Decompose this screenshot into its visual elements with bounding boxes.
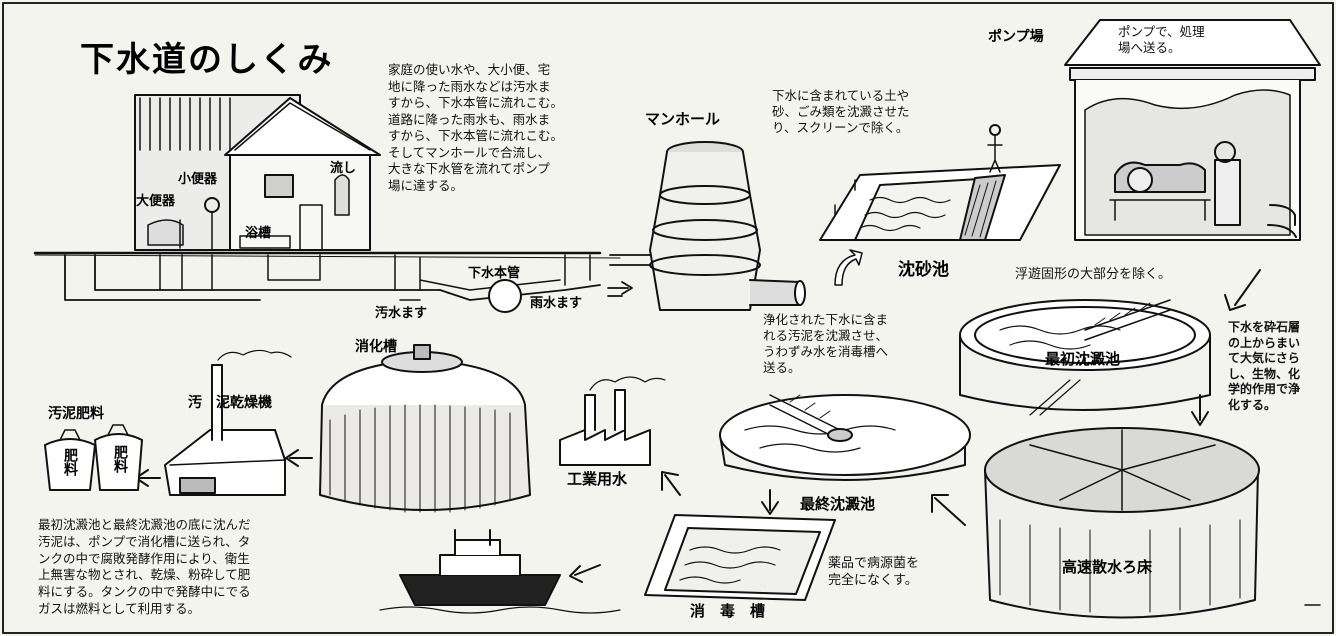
grit-chamber-illustration (819, 124, 1061, 286)
label-digestion-tank: 消化槽 (355, 339, 397, 355)
dryer-illustration (164, 349, 292, 496)
factory-illustration (559, 376, 666, 466)
label-trickling-filter: 高速散水ろ床 (1062, 558, 1153, 576)
arrow-final-to-disinfect (761, 489, 779, 515)
label-sludge-fertilizer: 汚泥肥料 (48, 406, 104, 422)
label-toilet-large: 大便器 (136, 194, 176, 209)
digestion-tank-illustration (319, 344, 531, 513)
label-primary-tank: 最初沈澱池 (1045, 350, 1121, 368)
pump-description: ポンプで、処理 場へ送る。 (1118, 24, 1205, 55)
final-tank-illustration (719, 394, 971, 481)
label-disinfection-tank: 消 毒 槽 (690, 602, 766, 620)
label-toilet-small: 小便器 (178, 172, 218, 187)
bag-label-1: 肥料 (62, 448, 78, 476)
disinfection-tank-illustration (644, 514, 836, 601)
ship-illustration (379, 529, 621, 614)
label-industrial-water: 工業用水 (567, 470, 628, 488)
arrow-filter-to-final (931, 494, 966, 526)
house-illustration (134, 94, 381, 251)
label-final-tank: 最終沈澱池 (800, 495, 876, 513)
diagram-title: 下水道のしくみ (80, 40, 334, 80)
label-bath: 浴槽 (245, 226, 272, 241)
grit-description: 下水に含まれている土や 砂、ごみ類を沈澱させた り、スクリーンで除く。 (772, 88, 910, 135)
manhole-illustration (609, 141, 806, 311)
label-sludge-dryer: 汚 泥乾燥機 (188, 395, 272, 411)
pump-station-illustration (1064, 19, 1321, 241)
arrow-primary-to-filter (1191, 394, 1209, 426)
arrow-pump-to-primary (1224, 269, 1261, 311)
ground-and-pipes (33, 251, 621, 313)
label-sewage-basin: 汚水ます (375, 306, 428, 321)
trickling-filter-illustration (984, 427, 1260, 619)
final-description: 浄化された下水に含ま れる汚泥を沈澱させ、 うわずみ水を消毒槽へ 送る。 (763, 312, 889, 375)
arrow-to-river (569, 564, 601, 583)
sludge-description: 最初沈澱池と最終沈澱池の底に沈んだ 汚泥は、ポンプで消化槽に送られ、タ ンクの中… (38, 517, 251, 616)
fertilizer-bags-illustration (44, 424, 143, 491)
intro-text: 家庭の使い水や、大小便、宅 地に降った雨水などは汚水ま すから、下水本管に流れこ… (388, 62, 564, 193)
label-pump-station: ポンプ場 (988, 29, 1044, 45)
label-manhole: マンホール (645, 110, 721, 128)
primary-tank-illustration (959, 299, 1211, 416)
label-main-sewer: 下水本管 (468, 266, 521, 281)
bag-label-2: 肥料 (112, 445, 128, 473)
disinfect-description: 薬品で病源菌を 完全になくす。 (828, 556, 920, 588)
label-sink: 流し (330, 161, 357, 176)
label-rain-basin: 雨水ます (530, 296, 583, 311)
label-grit-chamber: 沈砂池 (898, 260, 949, 280)
arrow-to-manhole (607, 281, 633, 297)
arrow-to-industrial (661, 471, 681, 496)
arrow-to-dryer (285, 449, 313, 467)
primary-description: 浮遊固形の大部分を除く。 (1015, 267, 1172, 282)
trickling-description: 下水を砕石層 の上からまい て大気にさら し、生物、化 学的作用で浄 化する。 (1228, 320, 1301, 412)
